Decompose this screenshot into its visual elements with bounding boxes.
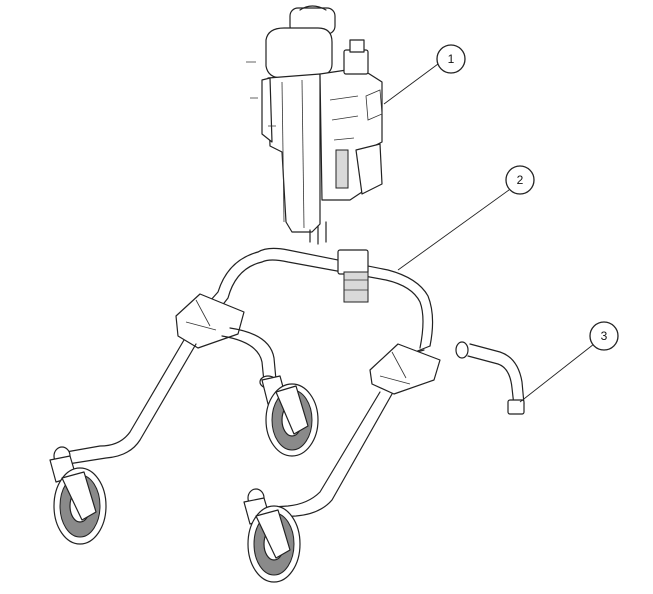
callout-1: 1 <box>383 44 466 105</box>
part-1-column-unit <box>246 5 383 245</box>
part-3-bent-tube <box>455 341 525 415</box>
front-left-caster <box>49 455 107 545</box>
rear-left-caster <box>261 375 319 457</box>
callout-2: 2 <box>397 165 535 271</box>
front-right-caster <box>243 497 301 583</box>
callout-1-label: 1 <box>448 52 455 66</box>
callout-3-label: 3 <box>601 329 608 343</box>
part-2-walker-frame <box>53 247 441 519</box>
callout-2-label: 2 <box>517 173 524 187</box>
callout-3: 3 <box>519 321 619 403</box>
